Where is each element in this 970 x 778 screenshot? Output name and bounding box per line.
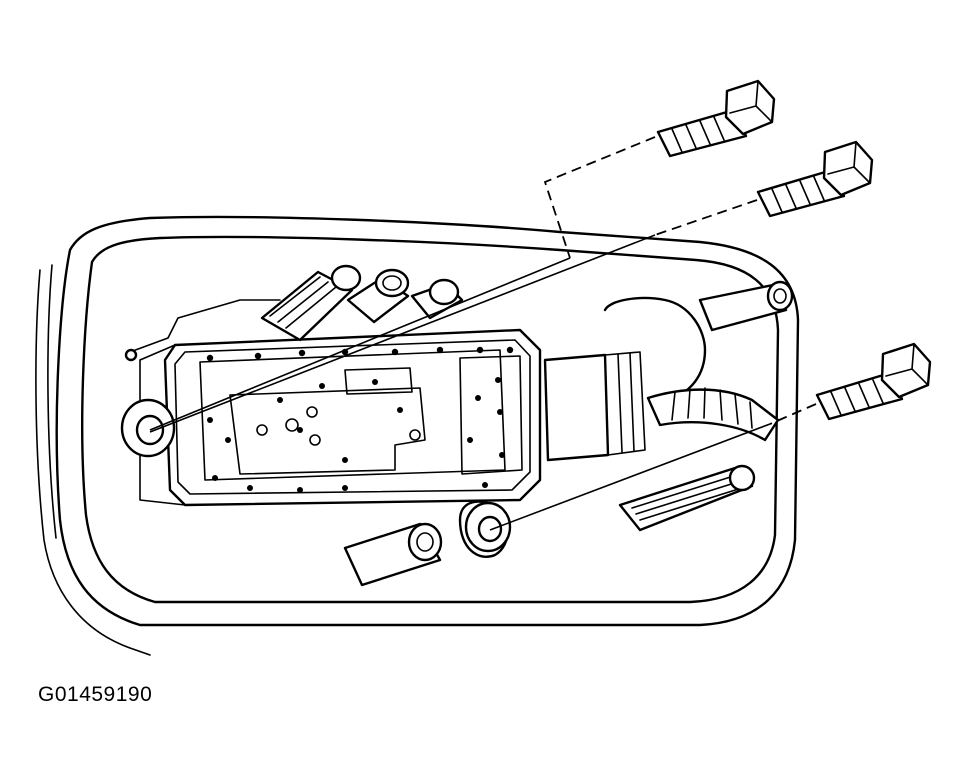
bolt-middle — [756, 140, 874, 218]
figure-code: G01459190 — [38, 683, 153, 706]
installation-leaders — [149, 136, 817, 531]
solenoid-top — [260, 264, 464, 342]
mounting-boss-bottom — [464, 501, 512, 553]
bolt-upper — [656, 79, 776, 158]
transmission-housing — [35, 215, 800, 656]
valve-body — [124, 299, 542, 507]
bolt-lower — [815, 342, 932, 421]
right-fittings — [543, 280, 794, 532]
mounting-boss-left — [120, 398, 176, 458]
